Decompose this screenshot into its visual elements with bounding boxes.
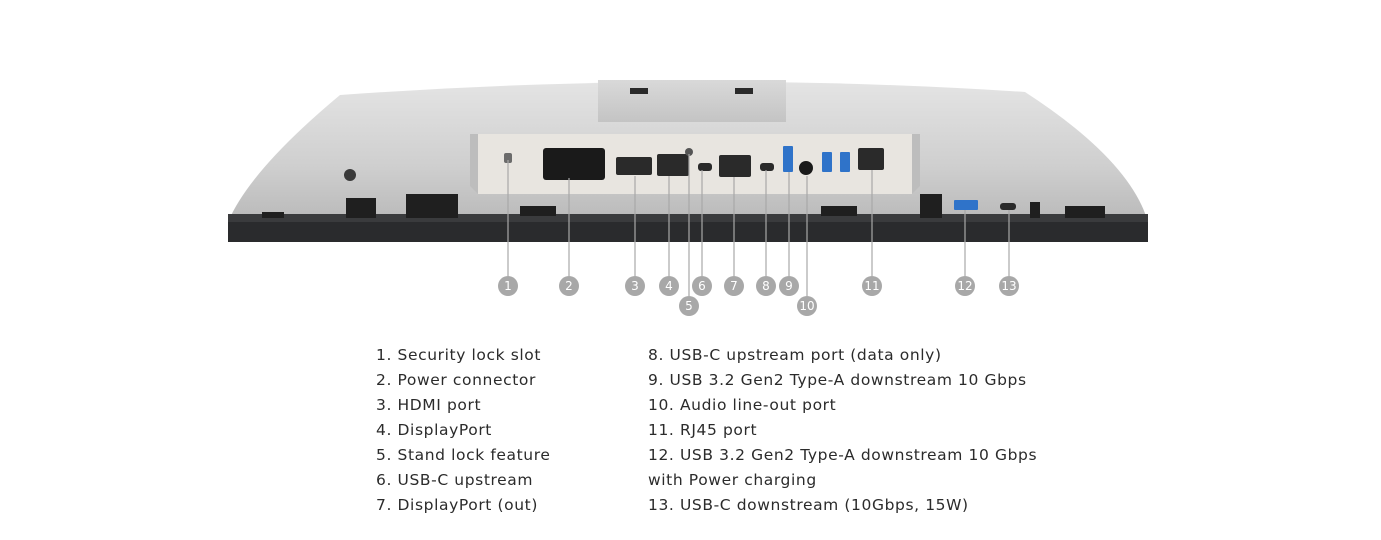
callout-badge bbox=[862, 276, 882, 296]
callout-badge bbox=[625, 276, 645, 296]
rj45-port bbox=[858, 148, 884, 170]
hdmi-port bbox=[616, 157, 652, 175]
callout-number: 4 bbox=[665, 279, 673, 293]
callout-number: 7 bbox=[730, 279, 738, 293]
callout-number: 3 bbox=[631, 279, 639, 293]
callout-number: 12 bbox=[957, 279, 972, 293]
legend-item: 7. DisplayPort (out) bbox=[376, 496, 538, 514]
ports bbox=[504, 146, 1016, 210]
callout-badge bbox=[756, 276, 776, 296]
legend-item: 2. Power connector bbox=[376, 371, 536, 389]
legend-item: 4. DisplayPort bbox=[376, 421, 492, 439]
callout-badge bbox=[779, 276, 799, 296]
callout-badge bbox=[559, 276, 579, 296]
legend-item: 8. USB-C upstream port (data only) bbox=[648, 346, 942, 364]
legend-item: 1. Security lock slot bbox=[376, 346, 542, 364]
power-connector bbox=[543, 148, 605, 180]
legend-item: 12. USB 3.2 Gen2 Type-A downstream 10 Gb… bbox=[648, 446, 1038, 464]
callout-number: 9 bbox=[785, 279, 793, 293]
usbc-side-port bbox=[1000, 203, 1016, 210]
security-lock-slot bbox=[504, 153, 512, 163]
callout-number: 8 bbox=[762, 279, 770, 293]
usba-port bbox=[783, 146, 793, 172]
callout-badge bbox=[692, 276, 712, 296]
legend-item: 13. USB-C downstream (10Gbps, 15W) bbox=[648, 496, 969, 514]
callout-number: 11 bbox=[864, 279, 879, 293]
usba-side-port bbox=[954, 200, 978, 210]
callout-badge bbox=[955, 276, 975, 296]
displayport-port bbox=[657, 154, 689, 176]
callout-badge bbox=[797, 296, 817, 316]
callout-number: 2 bbox=[565, 279, 573, 293]
legend-right-column: 8. USB-C upstream port (data only) 9. US… bbox=[648, 343, 1037, 518]
usbc-upstream-port bbox=[698, 163, 712, 171]
callout-badge bbox=[724, 276, 744, 296]
callout-number: 5 bbox=[685, 299, 693, 313]
legend-item: 10. Audio line-out port bbox=[648, 396, 837, 414]
callout-badge bbox=[659, 276, 679, 296]
callout-number: 13 bbox=[1001, 279, 1016, 293]
callout-number: 1 bbox=[504, 279, 512, 293]
legend-item: 3. HDMI port bbox=[376, 396, 482, 414]
stand-lock bbox=[685, 148, 693, 156]
legend-left-column: 1. Security lock slot 2. Power connector… bbox=[376, 343, 551, 518]
audio-port bbox=[799, 161, 813, 175]
legend-item: 9. USB 3.2 Gen2 Type-A downstream 10 Gbp… bbox=[648, 371, 1027, 389]
legend-item: 5. Stand lock feature bbox=[376, 446, 551, 464]
usbc-data-port bbox=[760, 163, 774, 171]
callout-number: 6 bbox=[698, 279, 706, 293]
legend-item: 6. USB-C upstream bbox=[376, 471, 534, 489]
callout-badge bbox=[999, 276, 1019, 296]
legend-item: 11. RJ45 port bbox=[648, 421, 758, 439]
legend-item: with Power charging bbox=[648, 471, 817, 489]
displayport-out-port bbox=[719, 155, 751, 177]
callout-badge bbox=[679, 296, 699, 316]
dell-logo-icon bbox=[344, 169, 356, 181]
callout-number: 10 bbox=[799, 299, 814, 313]
callout-badge bbox=[498, 276, 518, 296]
